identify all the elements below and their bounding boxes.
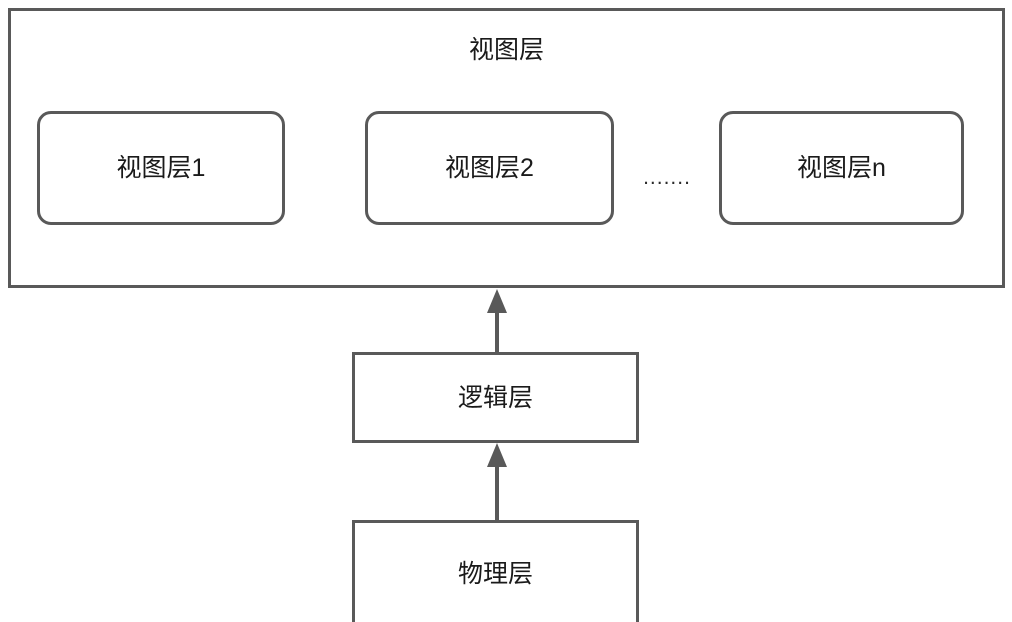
arrow-up-icon-physical-to-logic bbox=[483, 443, 511, 521]
physical-layer-label: 物理层 bbox=[457, 560, 533, 588]
logic-layer-box[interactable]: 逻辑层 bbox=[352, 352, 639, 443]
view-layer-box-2-label: 视图层2 bbox=[445, 154, 534, 182]
physical-layer-box[interactable]: 物理层 bbox=[352, 520, 639, 622]
view-layer-box-2[interactable]: 视图层2 bbox=[365, 111, 614, 225]
view-layer-box-1[interactable]: 视图层1 bbox=[37, 111, 285, 225]
arrow-shaft bbox=[495, 461, 499, 521]
arrow-head bbox=[487, 289, 507, 313]
view-layer-title: 视图层 bbox=[468, 36, 544, 64]
view-layer-box-n-label: 视图层n bbox=[797, 154, 886, 182]
ellipsis-separator: ....... bbox=[643, 166, 691, 189]
view-layer-box-n[interactable]: 视图层n bbox=[719, 111, 964, 225]
arrow-up-icon-logic-to-view bbox=[483, 289, 511, 353]
view-layer-container: 视图层 视图层1 视图层2 ....... 视图层n bbox=[8, 8, 1005, 288]
arrow-shaft bbox=[495, 307, 499, 353]
logic-layer-label: 逻辑层 bbox=[457, 383, 533, 412]
view-layer-box-1-label: 视图层1 bbox=[116, 154, 206, 182]
arrow-head bbox=[487, 443, 507, 467]
